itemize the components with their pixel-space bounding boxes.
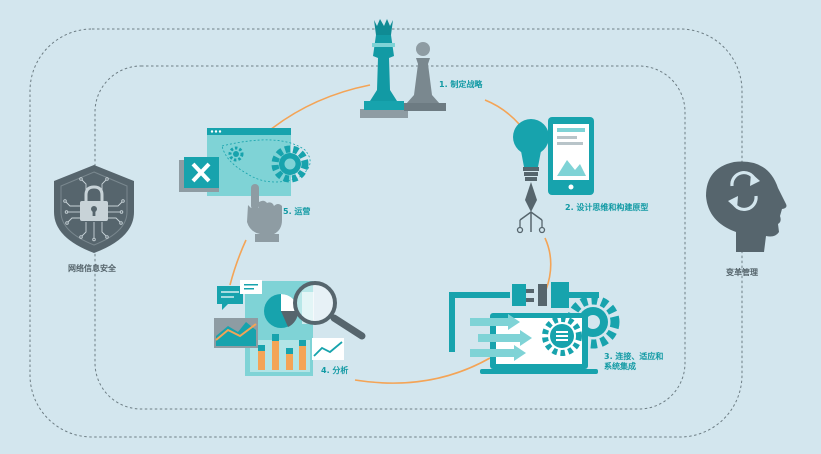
gear-icon [275, 149, 305, 179]
laptop-gears-plug-icon [452, 282, 615, 374]
head-refresh-icon [706, 162, 787, 252]
change-management-label: 变革管理 [726, 268, 758, 278]
arc-3-to-4 [355, 358, 490, 383]
close-icon [179, 157, 219, 192]
arc-4-to-5 [230, 240, 246, 285]
step-3-label-line1: 3. 连接、适应和 [604, 352, 663, 362]
arc-2-to-3 [545, 238, 551, 290]
shield-lock-icon [54, 165, 134, 253]
browser-gear-hand-icon [179, 128, 310, 242]
step-2-label: 2. 设计思维和构建原型 [565, 203, 648, 213]
lightbulb-phone-icon [513, 117, 594, 233]
step-3-label-line2: 系统集成 [604, 362, 636, 372]
step-4-label: 4. 分析 [321, 366, 348, 376]
arc-1-to-2 [485, 100, 520, 125]
step-5-label: 5. 运营 [283, 207, 310, 217]
step-1-label: 1. 制定战略 [439, 80, 482, 90]
chess-pieces-icon [360, 19, 446, 118]
charts-magnifier-icon [214, 280, 362, 376]
security-label: 网络信息安全 [68, 264, 116, 274]
